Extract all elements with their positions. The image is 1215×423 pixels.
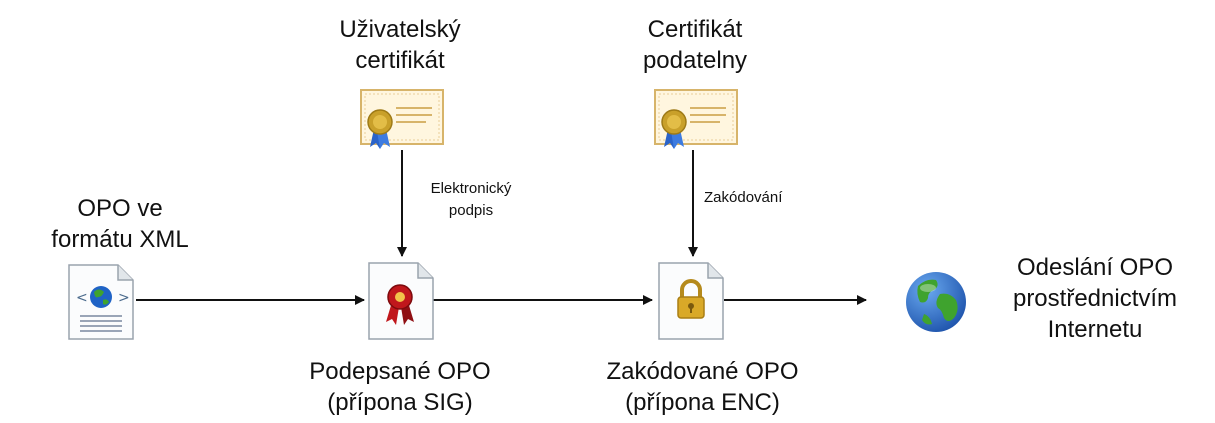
send-internet-label: Odeslání OPO prostřednictvím Internetu (1012, 254, 1178, 343)
office-certificate-icon (654, 87, 738, 151)
user-certificate-icon (360, 87, 444, 151)
user-certificate-label: Uživatelský certifikát (339, 16, 461, 74)
office-certificate-label: Certifikát podatelny (642, 16, 748, 74)
xml-document-icon: < > (68, 264, 134, 340)
encoding-edge-label: Zakódování (704, 189, 783, 206)
xml-document-label: OPO ve formátu XML (51, 195, 189, 253)
signed-document-label: Podepsané OPO (přípona SIG) (309, 358, 491, 416)
svg-text:<: < (76, 290, 88, 306)
locked-document-icon (658, 262, 724, 340)
svg-text:>: > (118, 290, 130, 306)
globe-icon (904, 270, 968, 334)
signature-edge-label: Elektronický podpis (430, 180, 512, 219)
signed-document-icon (368, 262, 434, 340)
encrypted-document-label: Zakódované OPO (přípona ENC) (606, 358, 799, 416)
